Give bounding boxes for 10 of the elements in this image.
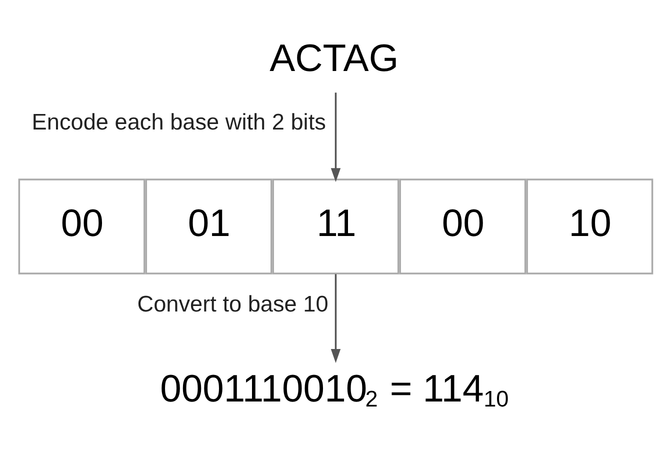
node-text: ACTAG — [270, 36, 399, 80]
arrow — [330, 274, 341, 362]
node-box: 00 — [18, 178, 146, 274]
edge-label: Encode each base with 2 bits — [32, 109, 326, 134]
node-box: 00 — [399, 178, 526, 274]
node-box: 10 — [526, 178, 654, 274]
edge-label: Convert to base 10 — [137, 290, 328, 316]
node-box: 01 — [145, 178, 272, 274]
arrow — [330, 92, 341, 182]
node-box: 11 — [272, 178, 400, 274]
